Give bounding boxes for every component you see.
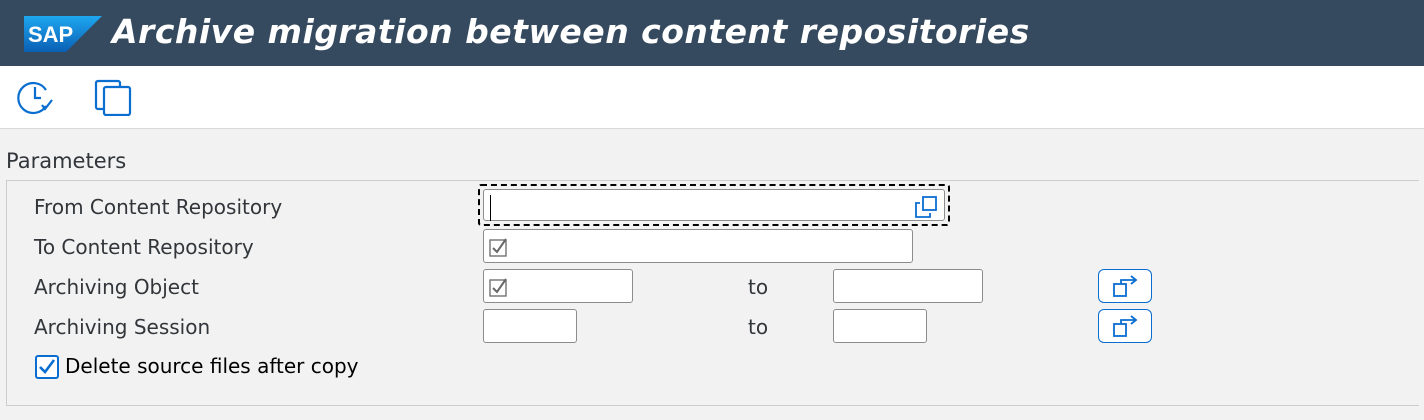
value-help-icon[interactable] (914, 195, 938, 219)
execute-background-button[interactable] (16, 78, 56, 116)
from-repository-label: From Content Repository (34, 195, 283, 219)
archiving-object-to-input[interactable] (833, 269, 983, 303)
archiving-session-to-label: to (748, 315, 769, 339)
to-repository-label: To Content Repository (34, 235, 254, 259)
delete-source-label[interactable]: Delete source files after copy (65, 354, 359, 378)
focus-indicator (478, 184, 950, 226)
archiving-object-multiple-selection-button[interactable] (1098, 269, 1152, 303)
clock-check-icon (17, 81, 53, 115)
archiving-object-label: Archiving Object (34, 275, 199, 299)
delete-source-checkbox[interactable] (35, 355, 59, 379)
multiple-selection-icon (1113, 315, 1138, 337)
copy-icon (94, 79, 132, 117)
required-field-icon (489, 278, 507, 297)
text-cursor (490, 195, 491, 221)
required-field-icon (489, 238, 507, 257)
archiving-session-label: Archiving Session (34, 315, 211, 339)
archiving-session-multiple-selection-button[interactable] (1098, 309, 1152, 343)
archiving-object-to-label: to (748, 275, 769, 299)
to-repository-input[interactable] (483, 229, 913, 263)
archiving-session-from-input[interactable] (483, 309, 577, 343)
multiple-selection-icon (1113, 275, 1138, 297)
application-toolbar (0, 66, 1424, 129)
archiving-session-to-input[interactable] (833, 309, 927, 343)
page-title: Archive migration between content reposi… (112, 12, 1030, 51)
svg-text:SAP: SAP (28, 22, 73, 47)
title-bar: SAP Archive migration between content re… (0, 0, 1424, 66)
sap-logo: SAP (24, 16, 102, 52)
archiving-object-from-input[interactable] (483, 269, 633, 303)
parameters-section-title: Parameters (6, 149, 127, 173)
from-repository-input[interactable] (483, 189, 945, 221)
checkmark-icon (39, 359, 56, 374)
copy-button[interactable] (93, 78, 133, 117)
